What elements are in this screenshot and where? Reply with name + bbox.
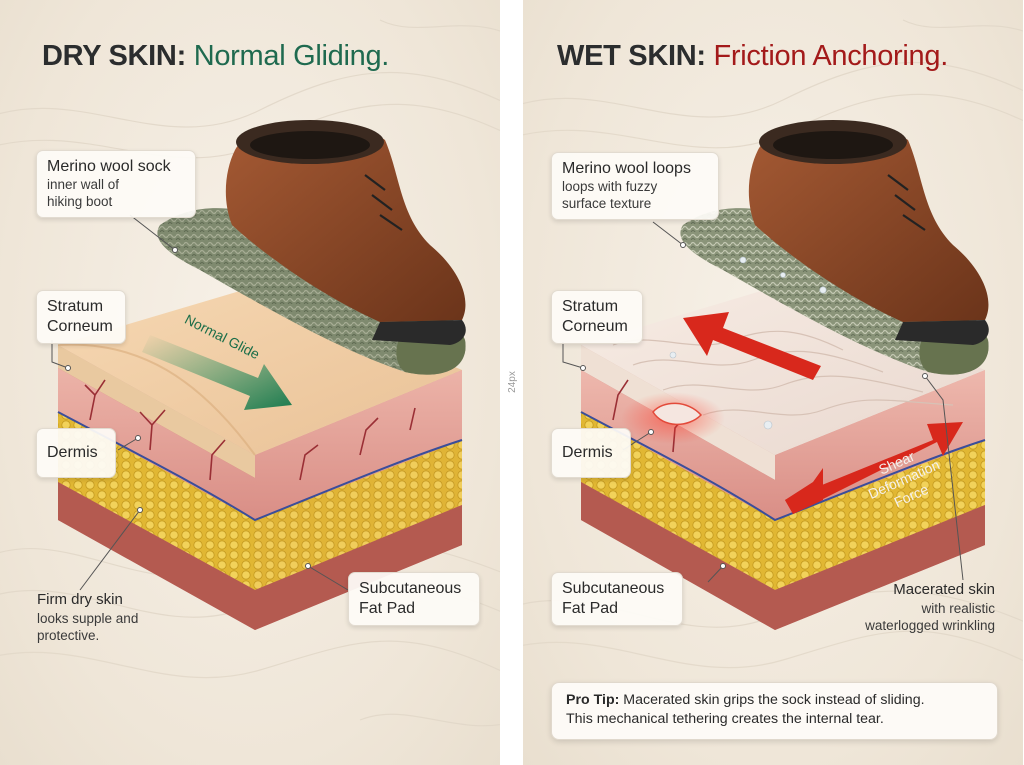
- macerated-skin-note: Macerated skin with realistic waterlogge…: [865, 581, 995, 634]
- sock-callout: Merino wool sock inner wall of hiking bo…: [36, 150, 196, 218]
- stratum-corneum-callout: Stratum Corneum: [551, 290, 643, 344]
- dry-skin-panel: DRY SKIN: Normal Gliding.: [0, 0, 500, 765]
- wet-skin-title: WET SKIN: Friction Anchoring.: [557, 40, 948, 73]
- friction-arrow: [683, 312, 821, 380]
- fat-pad-callout: Subcutaneous Fat Pad: [348, 572, 480, 626]
- title-bold: DRY SKIN:: [42, 40, 186, 72]
- wool-loops-callout: Merino wool loops loops with fuzzy surfa…: [551, 152, 719, 220]
- fat-pad-callout: Subcutaneous Fat Pad: [551, 572, 683, 626]
- pro-tip-line-2: This mechanical tethering creates the in…: [566, 711, 884, 728]
- dermis-callout: Dermis: [36, 428, 116, 478]
- skin-block-front-face: [57, 345, 463, 630]
- dry-skin-illustration: [51, 120, 466, 630]
- firm-dry-skin-note: Firm dry skin looks supple and protectiv…: [37, 591, 139, 644]
- pro-tip-line-1: Macerated skin grips the sock instead of…: [619, 692, 925, 708]
- pro-tip-box: Pro Tip: Macerated skin grips the sock i…: [551, 682, 998, 740]
- title-bold: WET SKIN:: [557, 40, 706, 72]
- macerated-skin-surface: [581, 285, 985, 455]
- gutter-spacing-label: 24px: [506, 371, 518, 393]
- shear-arrow-right: [785, 422, 963, 514]
- dermis-callout: Dermis: [551, 428, 631, 478]
- title-accent: Friction Anchoring.: [713, 40, 949, 72]
- hiking-boot: [225, 120, 466, 345]
- wet-skin-panel: WET SKIN: Friction Anchoring.: [523, 0, 1023, 765]
- pro-tip-label: Pro Tip:: [566, 692, 620, 708]
- normal-glide-arrow: [142, 335, 292, 410]
- title-accent: Normal Gliding.: [193, 40, 390, 72]
- dry-skin-title: DRY SKIN: Normal Gliding.: [42, 40, 389, 73]
- wet-skin-illustration: [562, 120, 989, 630]
- wrinkle-lines: [612, 330, 954, 416]
- hiking-boot: [748, 120, 989, 345]
- stratum-corneum-callout: Stratum Corneum: [36, 290, 126, 344]
